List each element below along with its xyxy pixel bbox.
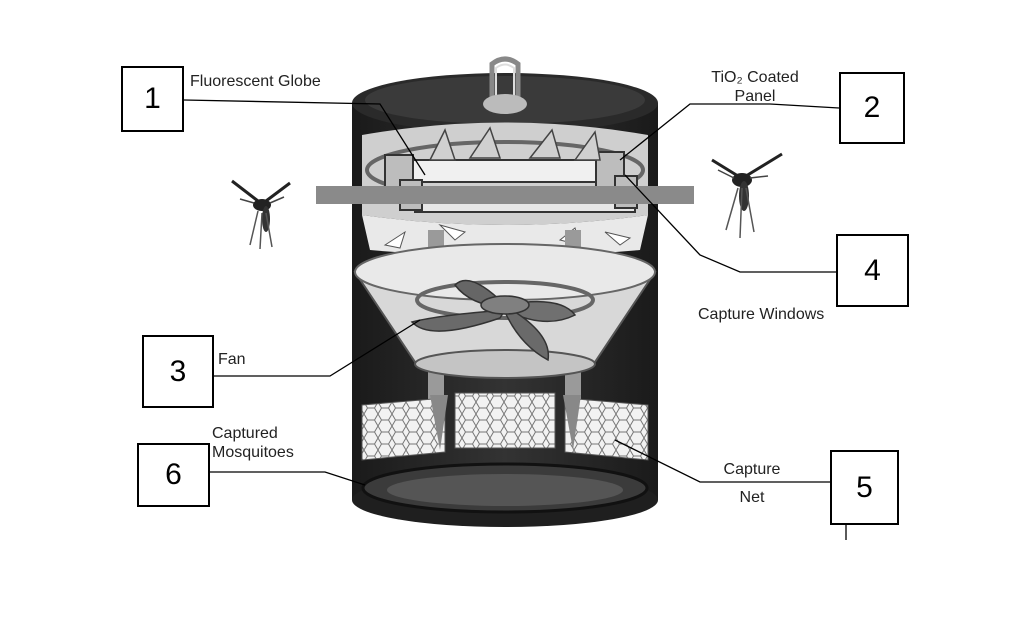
leader-line-4 (624, 174, 836, 273)
capture-net (361, 392, 649, 461)
label-capture-net-line2: Net (739, 489, 765, 506)
leader-line-1 (183, 99, 426, 176)
mosquito-icon (711, 152, 783, 239)
callout-3-box: 3 (142, 335, 214, 408)
handle-icon (483, 56, 527, 114)
label-capture-windows: Capture Windows (698, 306, 825, 323)
callout-2-box: 2 (839, 72, 905, 144)
mosquito-icon (231, 179, 291, 250)
fan-icon (410, 279, 595, 362)
leader-line-2 (619, 103, 840, 161)
leader-lines (183, 99, 847, 540)
capture-window-bar (316, 186, 694, 204)
callout-5-box: 5 (830, 450, 899, 525)
label-captured-line2: Mosquitoes (212, 444, 294, 461)
leader-line-6 (210, 471, 366, 486)
label-captured-line1: Captured (212, 425, 278, 442)
leader-line-3 (214, 319, 421, 377)
label-captured-mosquitoes: Captured Mosquitoes (212, 424, 294, 462)
fan-funnel (353, 243, 657, 379)
label-capture-net-line1: Capture (723, 461, 781, 478)
callout-6-box: 6 (137, 443, 210, 507)
callout-4-box: 4 (836, 234, 909, 307)
callout-1-box: 1 (121, 66, 184, 132)
label-fluorescent-globe: Fluorescent Globe (190, 73, 321, 90)
label-tio2-coated-panel: TiO₂ Coated Panel (705, 68, 805, 106)
leader-line-5 (614, 439, 830, 483)
label-capture-net: Capture Net (712, 456, 792, 512)
label-fan: Fan (218, 351, 246, 368)
label-tio2-line1: TiO₂ Coated (711, 69, 799, 86)
label-tio2-line2: Panel (734, 88, 776, 105)
